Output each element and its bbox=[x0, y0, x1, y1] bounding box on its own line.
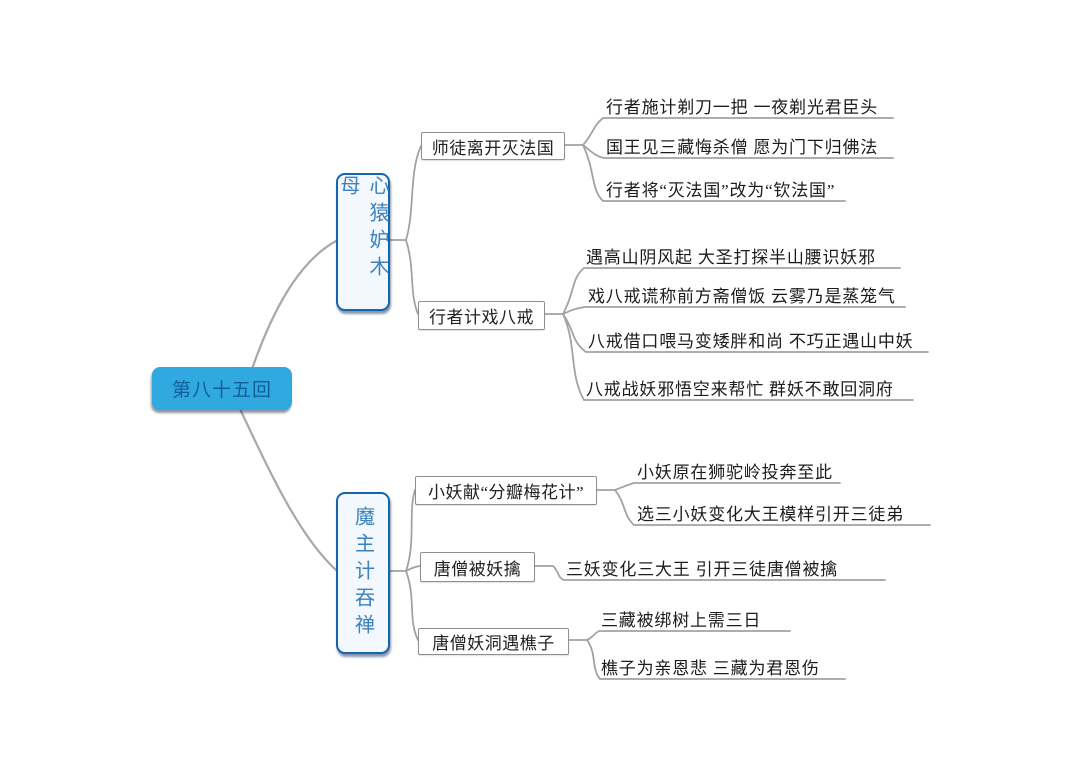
wire-branch2-sub2 bbox=[405, 565, 421, 572]
leaf-node[interactable]: 国王见三藏悔杀僧 愿为门下归佛法 bbox=[606, 138, 879, 157]
leaf-node[interactable]: 小妖原在狮驼岭投奔至此 bbox=[637, 463, 833, 482]
wire-branch2-sub3 bbox=[405, 570, 419, 641]
wire-leaf-212 bbox=[614, 489, 931, 526]
leaf-node[interactable]: 樵子为亲恩悲 三藏为君恩伤 bbox=[601, 659, 820, 678]
sub-node-plum-plan[interactable]: 小妖献“分瓣梅花计” bbox=[415, 476, 597, 505]
wire-leaf-232 bbox=[586, 639, 846, 680]
root-node-chapter[interactable]: 第八十五回 bbox=[152, 367, 292, 410]
leaf-node[interactable]: 遇高山阴风起 大圣打探半山腰识妖邪 bbox=[586, 248, 876, 267]
sub-node-trick-bajie[interactable]: 行者计戏八戒 bbox=[418, 301, 545, 330]
leaf-node[interactable]: 三藏被绑树上需三日 bbox=[601, 611, 762, 630]
wire-root-branch1 bbox=[250, 239, 338, 371]
wire-branch2-sub1 bbox=[405, 489, 416, 572]
leaf-node[interactable]: 选三小妖变化大王模样引开三徒弟 bbox=[637, 505, 904, 524]
sub-node-woodcutter[interactable]: 唐僧妖洞遇樵子 bbox=[418, 628, 569, 655]
wire-branch1-sub2 bbox=[405, 239, 419, 315]
wire-leaf-211 bbox=[614, 482, 841, 491]
wire-leaf-221 bbox=[552, 565, 886, 581]
leaf-node[interactable]: 八戒战妖邪悟空来帮忙 群妖不敢回洞府 bbox=[586, 380, 894, 399]
branch-node-mozhu[interactable]: 魔主计吞禅 bbox=[336, 492, 390, 654]
branch-node-xinyuan[interactable]: 心猿妒木母 bbox=[336, 173, 390, 311]
leaf-node[interactable]: 行者将“灭法国”改为“钦法国” bbox=[606, 181, 836, 200]
sub-node-leave-miefa[interactable]: 师徒离开灭法国 bbox=[421, 132, 565, 160]
leaf-node[interactable]: 行者施计剃刀一把 一夜剃光君臣头 bbox=[606, 98, 879, 117]
wire-leaf-123 bbox=[562, 313, 929, 353]
leaf-node[interactable]: 戏八戒谎称前方斋僧饭 云雾乃是蒸笼气 bbox=[588, 287, 896, 306]
sub-node-tangseng-captured[interactable]: 唐僧被妖擒 bbox=[420, 552, 535, 582]
leaf-node[interactable]: 三妖变化三大王 引开三徒唐僧被擒 bbox=[566, 560, 839, 579]
wire-leaf-121 bbox=[562, 267, 901, 315]
wire-leaf-112 bbox=[582, 144, 894, 159]
wire-leaf-124 bbox=[562, 313, 914, 401]
wire-branch1-sub1 bbox=[405, 145, 422, 241]
leaf-node[interactable]: 八戒借口喂马变矮胖和尚 不巧正遇山中妖 bbox=[588, 332, 914, 351]
wire-leaf-122 bbox=[562, 306, 906, 315]
wire-root-branch2 bbox=[238, 407, 338, 572]
wire-leaf-231 bbox=[586, 630, 791, 641]
wire-leaf-111 bbox=[582, 117, 894, 146]
wire-leaf-113 bbox=[582, 144, 846, 202]
